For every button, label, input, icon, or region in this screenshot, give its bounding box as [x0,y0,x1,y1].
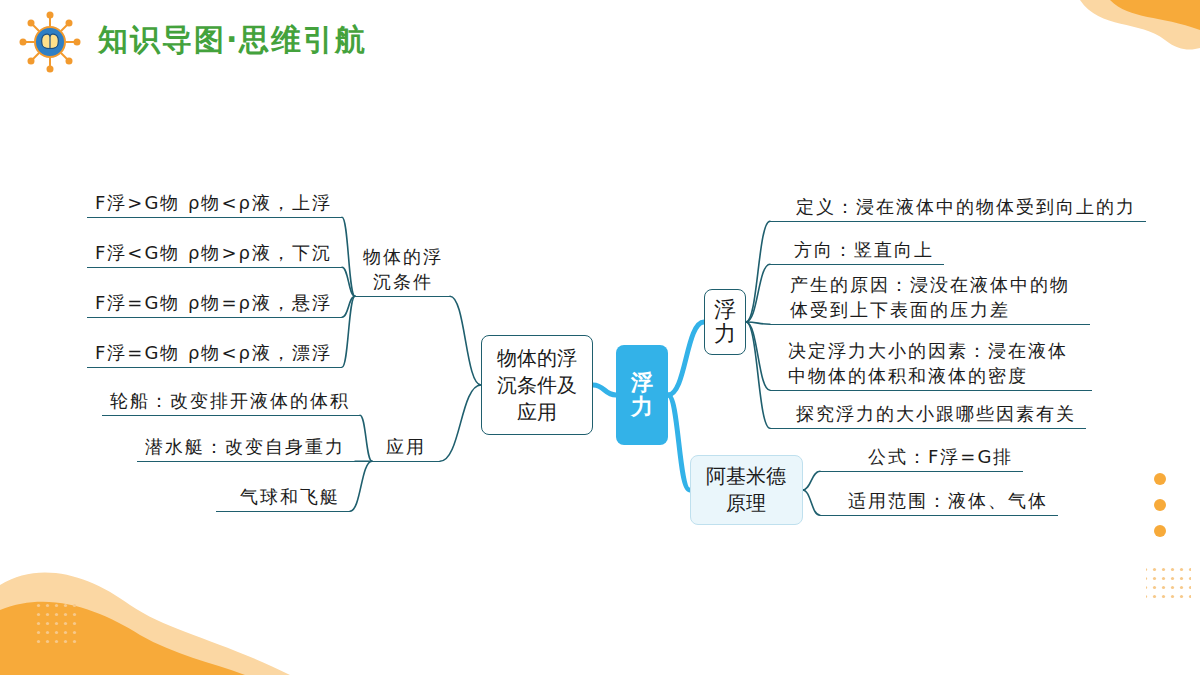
topic-box: 浮力 [616,345,668,445]
topic-text: 浮力 [714,298,736,346]
topic-text: 阿基米德原理 [704,463,788,517]
branch-topic: F浮<G物 ρ物>ρ液，下沉 [87,241,342,268]
topic-text: 轮船：改变排开液体的体积 [110,389,350,413]
topic-text: 产生的原因：浸没在液体中的物体受到上下表面的压力差 [790,273,1080,322]
branch-line [668,322,704,395]
topic-text: F浮>G物 ρ物<ρ液，上浮 [95,191,332,215]
branch-topic: 潜水艇：改变自身重力 [137,435,355,462]
topic-text: F浮=G物 ρ物<ρ液，漂浮 [95,341,332,365]
topic-text: 方向：竖直向上 [794,238,934,262]
topic-text: 决定浮力大小的因素：浸在液体中物体的体积和液体的密度 [788,339,1082,388]
topic-text: 应用 [376,435,436,459]
dot [1154,525,1166,537]
branch-line [746,322,770,428]
branch-topic: F浮=G物 ρ物=ρ液，悬浮 [87,291,342,318]
branch-topic: 定义：浸在液体中的物体受到向上的力 [770,195,1146,222]
branch-line [342,296,355,367]
branch-line [342,267,355,296]
branch-topic: 应用 [372,435,440,462]
branch-topic: 探究浮力的大小跟哪些因素有关 [770,402,1086,429]
branch-topic: 产生的原因：浸没在液体中的物体受到上下表面的压力差 [770,273,1090,325]
topic-text: 气球和飞艇 [240,485,340,509]
branch-line [350,461,372,511]
topic-text: 潜水艇：改变自身重力 [145,435,345,459]
corner-blob [1080,0,1200,50]
branch-line [593,385,616,395]
branch-topic: 适用范围：液体、气体 [820,489,1058,516]
page-title: 知识导图·思维引航 [98,20,367,61]
topic-text: 物体的浮沉条件 [359,245,446,294]
branch-topic: 气球和飞艇 [216,485,350,512]
branch-topic: 物体的浮沉条件 [355,245,450,297]
topic-box: 浮力 [704,289,746,355]
branch-line [803,471,821,490]
branch-line [746,264,770,322]
dot [1154,499,1166,511]
topic-text: 适用范围：液体、气体 [848,489,1048,513]
branch-topic: F浮>G物 ρ物<ρ液，上浮 [87,191,342,218]
branch-line [803,490,821,515]
topic-text: 定义：浸在液体中的物体受到向上的力 [796,195,1136,219]
dot-grid [1146,566,1191,602]
branch-topic: 决定浮力大小的因素：浸在液体中物体的体积和液体的密度 [770,339,1092,391]
topic-text: F浮=G物 ρ物=ρ液，悬浮 [95,291,332,315]
branch-line [360,415,372,461]
branch-line [342,217,355,296]
dot-grid [33,598,78,643]
branch-line [668,395,690,490]
topic-box: 物体的浮沉条件及应用 [481,335,593,435]
topic-text: 探究浮力的大小跟哪些因素有关 [796,402,1076,426]
branch-line [440,385,481,461]
topic-text: 公式：F浮=G排 [868,445,1013,469]
topic-text: 物体的浮沉条件及应用 [495,345,579,426]
corner-blob [1110,0,1200,30]
brain-icon [20,12,81,73]
corner-wave [0,572,290,675]
branch-topic: 公式：F浮=G排 [820,445,1023,472]
branch-line [450,296,481,385]
branch-topic: 轮船：改变排开液体的体积 [102,389,360,416]
branch-topic: 方向：竖直向上 [770,238,944,265]
topic-text: 浮力 [631,371,653,419]
branch-topic: F浮=G物 ρ物<ρ液，漂浮 [87,341,342,368]
branch-line [746,221,770,322]
topic-box: 阿基米德原理 [690,455,803,525]
dot [1154,473,1166,485]
topic-text: F浮<G物 ρ物>ρ液，下沉 [95,241,332,265]
